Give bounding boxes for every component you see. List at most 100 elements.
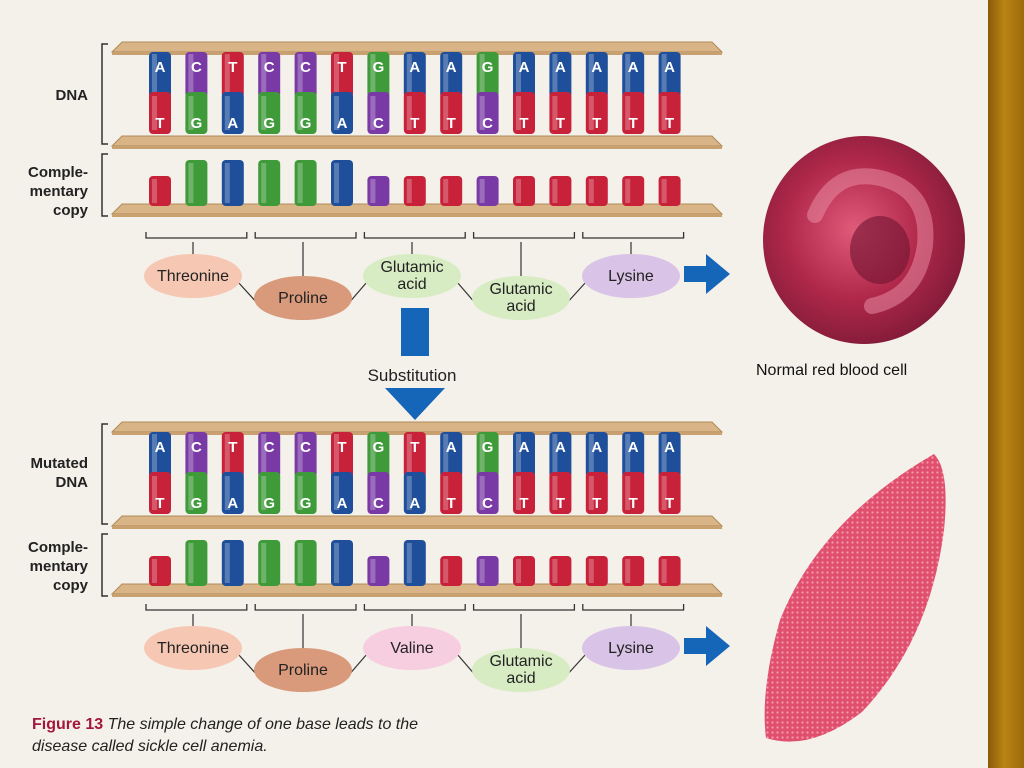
comp-mut-base-2 [221,540,244,586]
dna-top-base-8-lower-shine [443,96,449,130]
dna-mut-base-2-upper [221,432,244,478]
comp-top-base-12 [585,176,608,206]
dna-top-base-1-lower-letter: G [191,115,203,132]
mutated-amino-2-line-0: Valine [390,639,434,657]
comp-mut-base-4 [294,540,317,586]
comp-top-base-11-shine [552,179,558,203]
dna-mut-base-0-upper-shine [152,434,157,474]
dna-top-bracket [101,43,108,145]
dna-mut-base-2-upper-shine [224,434,230,474]
dna-top-base-0-upper [149,52,171,98]
dna-top-base-12-upper-letter: A [591,59,602,76]
dna-mut-base-7-lower-shine [406,476,412,510]
comp-mut-base-4-shine [297,543,303,583]
comp-top-base-14-shine [661,179,667,203]
dna-mut-base-7-upper [403,432,426,478]
normal-amino-2-line-1: acid [397,276,427,293]
dna-top-base-3-upper [258,52,281,98]
dna-mut-base-3-lower-letter: G [263,495,275,512]
dna-top-base-7-lower [403,92,426,134]
dna-mut-base-8-lower [440,472,463,514]
dna-mut-base-1-lower-letter: G [191,495,203,512]
dna-mut-base-13-lower [622,472,645,514]
dna-top-base-4-lower-shine [297,96,303,130]
mutated-amino-3-line-0: Glutamic [489,653,553,670]
dna-mut-base-6-lower-letter: C [373,495,384,512]
dna-mut-base-2-lower [221,472,244,514]
dna-mut-base-0-lower-shine [152,476,157,510]
dna-mut-base-5-upper [331,432,353,478]
dna-mut-base-8-upper-letter: A [446,439,457,456]
dna-mut-bracket [101,423,108,525]
comp-top-base-4-shine [297,163,303,203]
comp-mut-base-8 [440,556,463,586]
dna-mut-base-9-lower-letter: C [482,495,493,512]
comp-mut-base-2-shine [224,543,230,583]
comp-top-base-13 [622,176,645,206]
dna-top-base-2-lower-shine [224,96,230,130]
dna-mut-base-10-upper-shine [516,434,521,474]
dna-top-base-12-lower [585,92,608,134]
dna-mut-base-12-upper-letter: A [591,439,602,456]
mutated-amino-2: Valine [363,626,461,670]
dna-top-base-7-lower-letter: T [410,115,419,132]
comp-top-bracket [101,153,108,217]
dna-mut-backbone-top [110,421,724,433]
dna-top-base-8-upper-shine [443,54,449,94]
dna-top-backbone-bottom [110,135,724,147]
dna-top-base-13-upper-letter: A [628,59,639,76]
dna-mut-base-0-upper-letter: A [155,439,166,456]
dna-mut-base-9-upper-letter: G [482,439,494,456]
complementary-label-bottom: Comple- mentary copy [28,539,88,594]
dna-top-base-8-lower-letter: T [447,115,456,132]
dna-mut-base-14-upper [658,432,681,478]
comp-mut-base-0 [149,556,171,586]
comp-top-base-9 [476,176,499,206]
comp-mut-base-1-shine [188,543,194,583]
dna-mut-base-14-upper-shine [661,434,667,474]
normal-cell-label: Normal red blood cell [756,362,908,379]
dna-mut-base-11-lower-letter: T [556,495,565,512]
dna-mut-base-13-upper [622,432,645,478]
normal-amino-0: Threonine [144,254,242,298]
dna-mut-base-3-lower [258,472,281,514]
dna-top-base-7-upper-letter: A [409,59,420,76]
normal-amino-2-line-0: Glutamic [380,259,444,276]
dna-mut-base-2-lower-letter: A [227,495,238,512]
dna-mut-base-5-lower [331,472,353,514]
dna-top-base-2-upper-letter: T [228,59,237,76]
comp-mut-bracket [101,533,108,597]
dna-top-base-9-upper-letter: G [482,59,494,76]
dna-mut-base-6-upper-letter: G [373,439,385,456]
comp-top-base-5 [331,160,353,206]
dna-mut-base-8-upper [440,432,463,478]
comp-top-base-1-shine [188,163,194,203]
dna-mut-base-13-upper-letter: A [628,439,639,456]
mutated-amino-0: Threonine [144,626,242,670]
dna-top-base-12-upper [585,52,608,98]
substitution-arrow-join [401,388,429,392]
dna-top-base-2-upper [221,52,244,98]
dna-mut-base-14-lower-letter: T [665,495,674,512]
dna-diagram: ATCGTACGCGTAGCATATGCATATATATATATCGTACGCG… [101,41,965,742]
mutated-output-arrow [684,626,730,666]
comp-top-base-3 [258,160,281,206]
dna-mut-base-10-upper-letter: A [519,439,530,456]
dna-top-base-6-lower-shine [370,96,376,130]
comp-top-base-0 [149,176,171,206]
dna-mut-base-13-lower-letter: T [629,495,638,512]
top-codon-bracket-3 [472,232,576,239]
dna-mut-base-4-upper-letter: C [300,439,311,456]
comp-mut-base-13-shine [625,559,631,583]
dna-top-base-5-lower-letter: A [337,115,348,132]
dna-mut-base-6-lower [367,472,390,514]
dna-top-backbone-top [110,41,724,53]
dna-top-base-3-lower-shine [261,96,267,130]
dna-top-base-4-upper [294,52,317,98]
dna-mut-base-0-lower [149,472,171,514]
normal-amino-0-line-0: Threonine [156,267,230,285]
dna-top-base-7-upper [403,52,426,98]
comp-top-base-8-shine [443,179,449,203]
